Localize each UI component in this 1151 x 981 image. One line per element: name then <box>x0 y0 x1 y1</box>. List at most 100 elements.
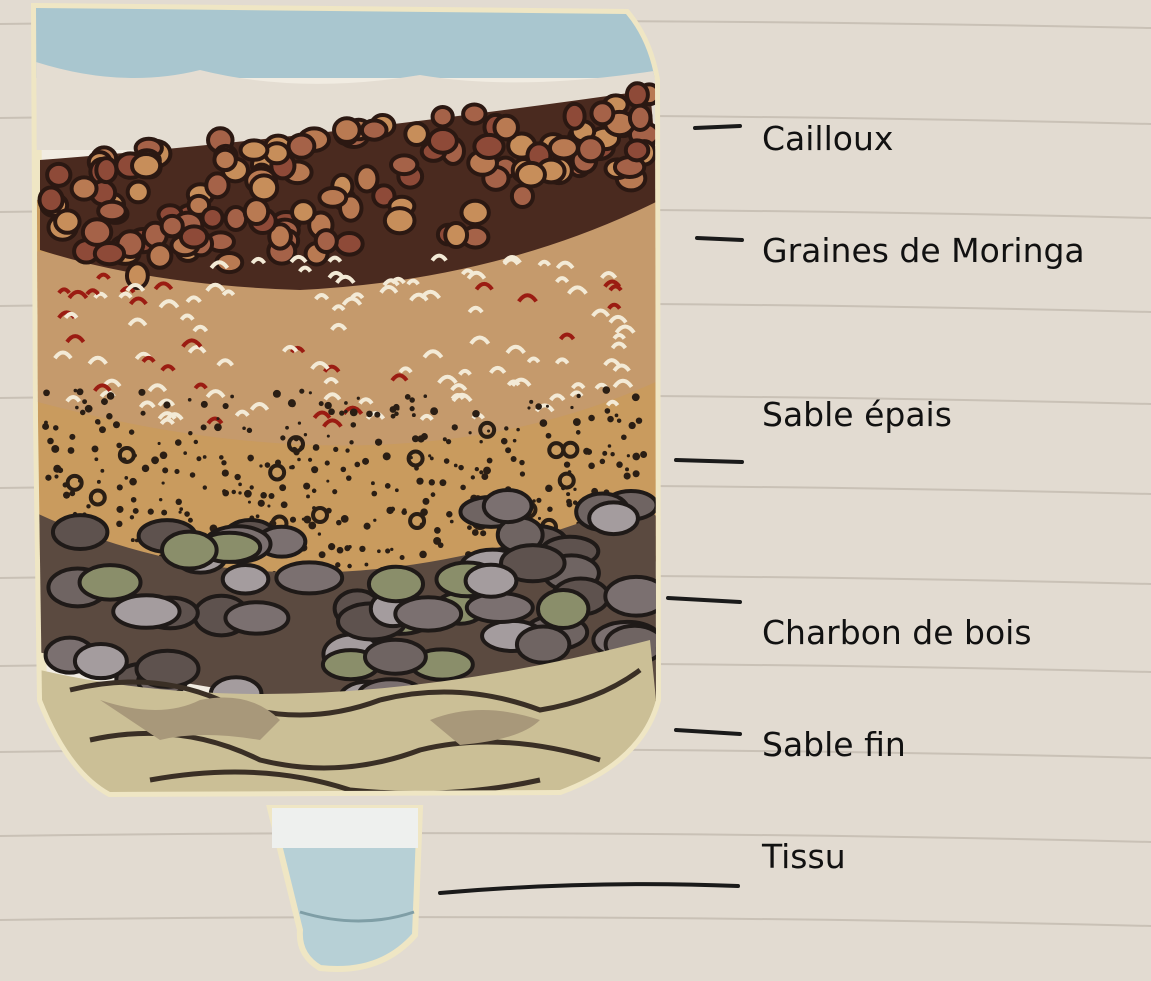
pebble <box>630 106 651 130</box>
sand-grain <box>216 417 219 420</box>
pebble <box>40 188 63 213</box>
sand-grain <box>520 471 525 476</box>
sand-grain <box>357 397 360 400</box>
sand-grain <box>176 499 182 505</box>
sand-grain <box>346 475 352 481</box>
sand-grain <box>142 465 149 472</box>
sand-grain <box>100 469 104 473</box>
sand-grain <box>219 455 224 460</box>
sand-grain <box>446 511 452 517</box>
sand-grain <box>452 424 458 430</box>
pebble <box>128 182 149 203</box>
label-cailloux: Cailloux <box>762 122 893 155</box>
sand-grain <box>354 462 360 468</box>
sand-grain <box>344 410 347 413</box>
sand-grain <box>632 453 640 461</box>
pebble <box>385 208 415 233</box>
sand-grain <box>624 472 631 479</box>
sand-grain <box>267 504 270 507</box>
sand-grain <box>527 406 530 409</box>
sand-grain <box>588 463 595 470</box>
sand-grain <box>505 447 511 453</box>
sand-grain <box>280 435 285 440</box>
charcoal-piece <box>80 565 141 599</box>
sand-grain <box>469 431 472 434</box>
sand-grain <box>232 490 236 494</box>
sand-grain <box>238 491 241 494</box>
sand-grain <box>535 403 542 410</box>
sand-grain <box>429 479 435 485</box>
pebble <box>95 243 124 264</box>
sand-grain <box>161 510 167 516</box>
sand-grain <box>319 551 326 558</box>
sand-grain <box>351 422 357 428</box>
sand-grain <box>536 498 541 503</box>
sand-grain <box>636 417 642 423</box>
sand-grain <box>101 398 108 405</box>
pebble <box>550 137 578 158</box>
sand-grain <box>325 461 330 466</box>
sand-grain <box>45 475 51 481</box>
sand-grain <box>573 418 581 426</box>
sand-grain <box>129 478 137 486</box>
sand-grain <box>400 555 405 560</box>
sand-grain <box>201 401 208 408</box>
sand-grain <box>616 461 622 467</box>
pebble <box>627 83 648 106</box>
sand-grain <box>480 530 486 536</box>
sand-grain <box>247 455 254 462</box>
sand-grain <box>222 470 229 477</box>
sand-grain <box>576 394 580 398</box>
sand-grain <box>487 430 490 433</box>
sand-grain <box>160 451 168 459</box>
sand-grain <box>371 491 377 497</box>
pebble <box>203 208 223 228</box>
sand-grain <box>564 461 570 467</box>
charcoal-piece <box>538 590 588 628</box>
sand-grain <box>629 422 636 429</box>
sand-grain <box>188 431 192 435</box>
pebble <box>405 123 428 145</box>
sand-grain <box>409 397 414 402</box>
pebble <box>429 129 457 153</box>
sand-grain <box>471 475 475 479</box>
sand-grain <box>460 485 466 491</box>
sand-grain <box>333 447 338 452</box>
sand-grain <box>151 456 159 464</box>
pebble <box>362 120 387 139</box>
sand-grain <box>344 401 348 405</box>
sand-grain <box>366 411 373 418</box>
sand-grain <box>417 435 424 442</box>
sand-grain <box>364 563 368 567</box>
sand-grain <box>201 424 207 430</box>
sand-grain <box>410 406 415 411</box>
pebble <box>241 140 268 159</box>
pebble <box>289 135 315 158</box>
sand-grain <box>438 542 444 548</box>
pebble <box>98 202 126 221</box>
sand-grain <box>332 489 337 494</box>
sand-grain <box>344 545 350 551</box>
pebble <box>83 219 111 245</box>
sand-grain <box>434 527 441 534</box>
sand-grain <box>511 456 517 462</box>
pebble <box>132 154 160 177</box>
sand-grain <box>289 465 293 469</box>
sand-grain <box>349 440 353 444</box>
sand-grain <box>80 410 86 416</box>
sand-grain <box>140 411 145 416</box>
pebble <box>148 244 171 268</box>
sand-grain <box>85 405 93 413</box>
sand-grain <box>588 415 595 422</box>
sand-grain <box>82 399 87 404</box>
sand-grain <box>519 460 524 465</box>
sand-grain <box>625 467 629 471</box>
sand-grain <box>188 398 192 402</box>
sand-grain <box>131 497 137 503</box>
pebble <box>181 226 207 247</box>
sand-grain <box>607 416 613 422</box>
sand-grain <box>183 451 187 455</box>
sand-grain <box>203 455 207 459</box>
pebble <box>391 155 417 174</box>
